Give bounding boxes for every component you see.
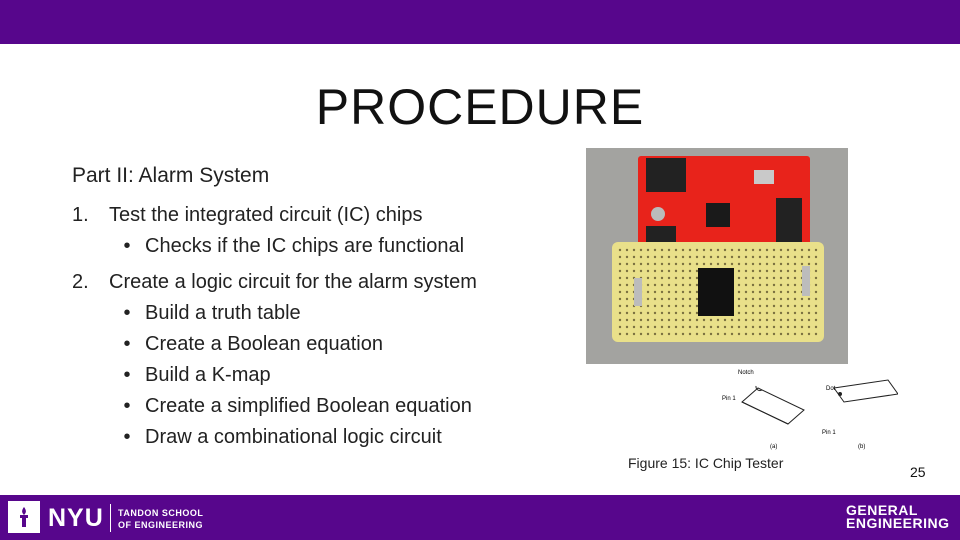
- footer-bar: [0, 495, 960, 540]
- pin1-label-a: Pin 1: [722, 396, 736, 402]
- school-line-1: TANDON SCHOOL: [118, 508, 204, 518]
- figure-caption: Figure 15: IC Chip Tester: [628, 455, 784, 471]
- sub-item: • Build a truth table: [72, 298, 552, 329]
- footer-divider: [110, 504, 111, 532]
- dept-line-1: GENERAL: [846, 502, 918, 518]
- sub-item: • Draw a combinational logic circuit: [72, 422, 552, 453]
- header-bar: [0, 0, 960, 44]
- sub-item: • Create a simplified Boolean equation: [72, 391, 552, 422]
- list-item: 1. Test the integrated circuit (IC) chip…: [72, 200, 552, 231]
- figure-a-label: (a): [770, 444, 777, 450]
- item-number: 2.: [72, 271, 89, 293]
- sub-item-text: Build a K-map: [145, 364, 271, 386]
- sub-item-text: Draw a combinational logic circuit: [145, 426, 442, 448]
- pin1-label-b: Pin 1: [822, 430, 836, 436]
- chip-tester-photo: [586, 148, 848, 364]
- bullet: •: [123, 426, 131, 448]
- school-name: TANDON SCHOOL OF ENGINEERING: [118, 507, 203, 531]
- sub-item-text: Create a Boolean equation: [145, 333, 383, 355]
- bullet: •: [123, 364, 131, 386]
- item-number: 1.: [72, 204, 89, 226]
- section-title: Part II: Alarm System: [72, 164, 270, 187]
- bullet: •: [123, 235, 131, 257]
- bullet: •: [123, 333, 131, 355]
- sub-item-text: Build a truth table: [145, 302, 301, 324]
- general-engineering-logo: GENERAL ENGINEERING: [846, 502, 950, 531]
- sub-item-text: Checks if the IC chips are functional: [145, 235, 465, 257]
- torch-icon: [8, 501, 40, 533]
- dot-label: Dot: [826, 386, 836, 392]
- item-text: Create a logic circuit for the alarm sys…: [109, 271, 477, 293]
- sub-item-text: Create a simplified Boolean equation: [145, 395, 472, 417]
- sub-item: • Create a Boolean equation: [72, 329, 552, 360]
- slide-title: PROCEDURE: [315, 79, 645, 135]
- sub-item: • Build a K-map: [72, 360, 552, 391]
- item-text: Test the integrated circuit (IC) chips: [109, 204, 423, 226]
- bullet: •: [123, 395, 131, 417]
- bullet: •: [123, 302, 131, 324]
- page-number: 25: [910, 464, 926, 480]
- list-item: 2. Create a logic circuit for the alarm …: [72, 267, 552, 298]
- notch-label: Notch: [738, 370, 754, 376]
- dept-line-2: ENGINEERING: [846, 515, 950, 531]
- nyu-wordmark: NYU: [48, 504, 104, 532]
- procedure-list: 1. Test the integrated circuit (IC) chip…: [72, 200, 552, 453]
- figure-b-label: (b): [858, 444, 865, 450]
- sub-item: • Checks if the IC chips are functional: [72, 231, 552, 262]
- ic-chip-diagram: Notch Pin 1 Dot Pin 1 (a) (b): [718, 366, 899, 458]
- school-line-2: OF ENGINEERING: [118, 520, 204, 530]
